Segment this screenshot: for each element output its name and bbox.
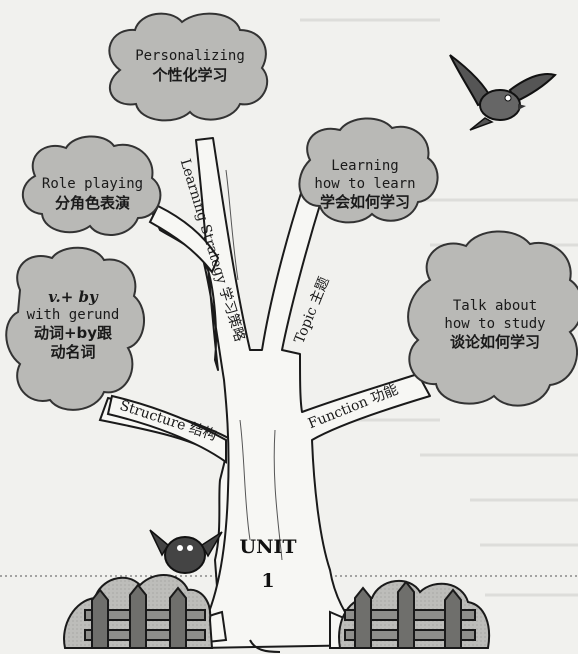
cloud-structure: v.+ by with gerund 动词+by跟 动名词 <box>8 288 138 362</box>
talk-en1: Talk about <box>452 298 538 314</box>
fence-left <box>84 583 206 649</box>
structure-formula: v.+ by <box>48 288 98 306</box>
unit-title: UNIT <box>239 536 297 558</box>
cloud-structure-shape <box>5 246 146 411</box>
cloud-talk: Talk about how to study 谈论如何学习 <box>420 298 570 352</box>
cloud-role-playing-shape <box>21 135 162 237</box>
tree-body <box>151 137 431 649</box>
structure-cn1: 动词+by跟 <box>33 324 113 343</box>
structure-en: with gerund <box>26 306 120 323</box>
unit-label: UNIT 1 <box>228 536 308 592</box>
flying-bird-icon <box>449 54 557 131</box>
personalizing-cn: 个性化学习 <box>152 65 228 84</box>
bark-texture <box>225 169 283 561</box>
branch-structure <box>106 394 227 464</box>
cloud-learning-shape <box>298 117 439 224</box>
personalizing-en: Personalizing <box>135 48 245 64</box>
cloud-talk-shape <box>407 230 578 407</box>
talk-en2: how to study <box>444 315 546 332</box>
role-playing-cn: 分角色表演 <box>54 193 130 212</box>
talk-cn: 谈论如何学习 <box>449 333 540 351</box>
unit-number: 1 <box>261 570 275 592</box>
fence-right <box>344 580 476 649</box>
structure-cn2: 动名词 <box>50 343 96 361</box>
small-bird-icon <box>149 529 223 574</box>
learning-cn: 学会如何学习 <box>319 193 410 211</box>
cloud-learning: Learning how to learn 学会如何学习 <box>300 158 430 212</box>
learning-en2: how to learn <box>314 175 416 192</box>
learning-en1: Learning <box>331 158 399 174</box>
cloud-shapes <box>5 12 578 411</box>
cloud-personalizing-shape <box>108 12 269 122</box>
cloud-personalizing: Personalizing 个性化学习 <box>115 48 265 84</box>
role-playing-en: Role playing <box>41 176 144 192</box>
cloud-role-playing: Role playing 分角色表演 <box>25 176 160 212</box>
